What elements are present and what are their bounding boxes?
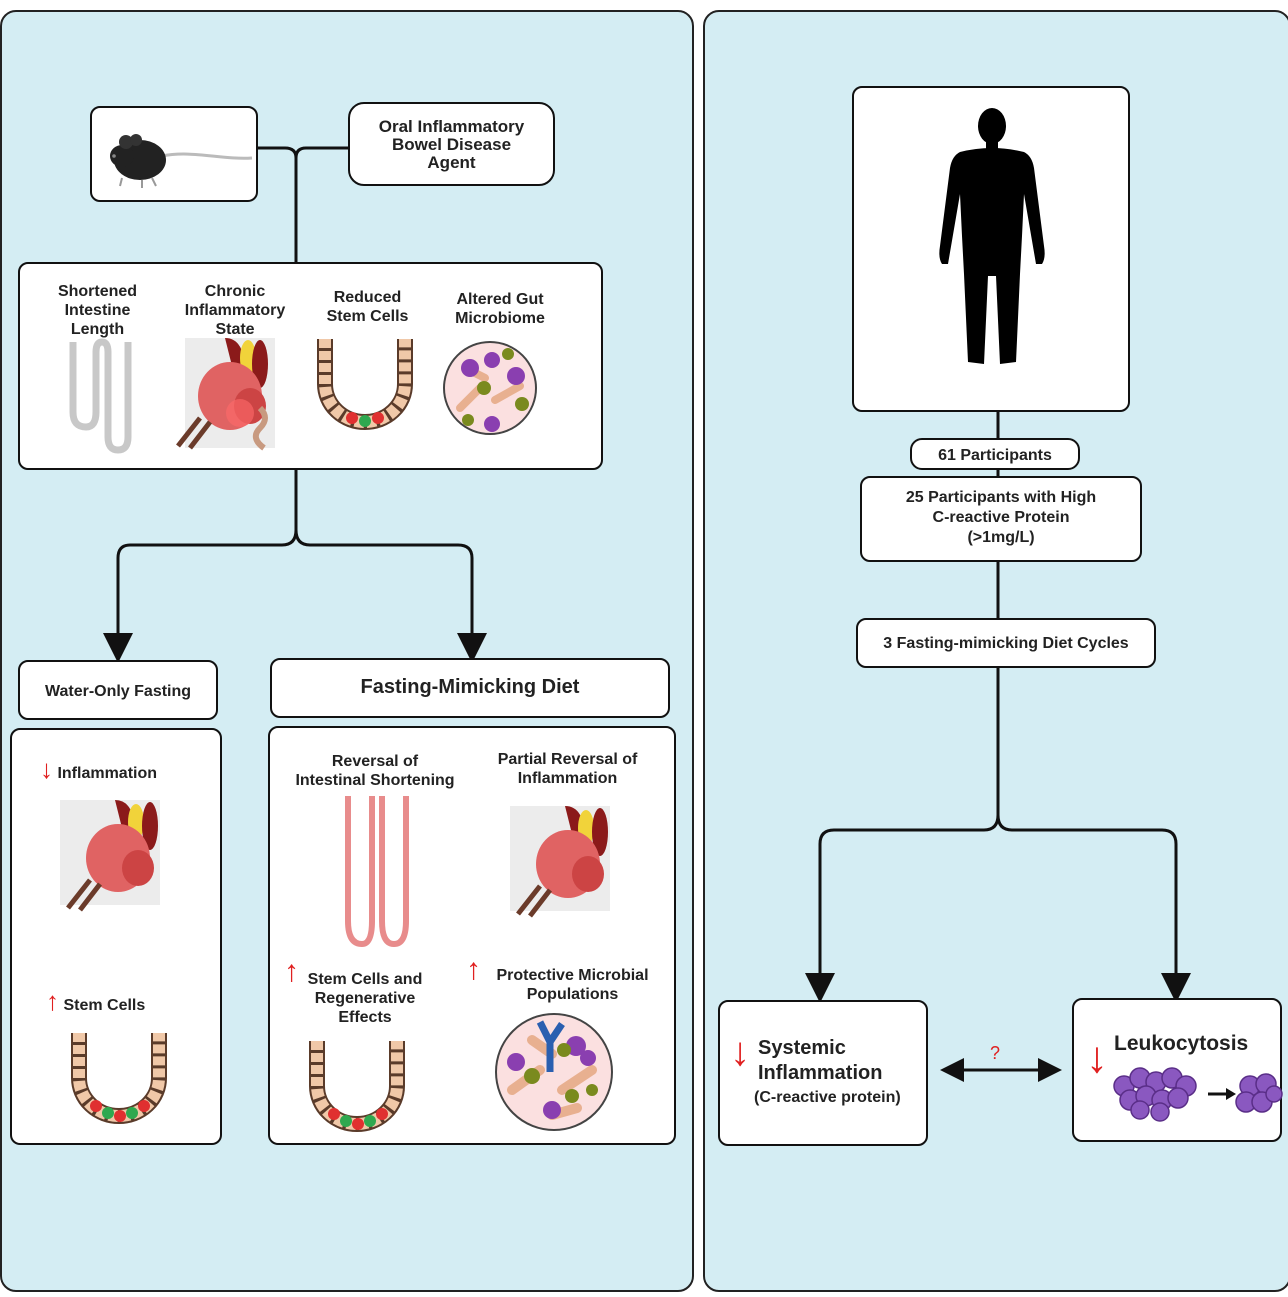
fmd-title-box: Fasting-Mimicking Diet xyxy=(270,658,670,718)
colon-organ-icon xyxy=(60,800,160,912)
up-arrow-icon: ↑ xyxy=(284,955,299,988)
down-arrow-icon: ↓ xyxy=(730,1030,750,1074)
disease-findings-box: Shortened Intestine Length Chronic Infla… xyxy=(18,262,603,470)
intestine-icon xyxy=(345,796,409,948)
leukocytosis-label: Leukocytosis xyxy=(1114,1032,1249,1055)
microbiome-icon xyxy=(495,1013,613,1131)
down-arrow-icon: ↓ xyxy=(1086,1033,1108,1082)
human-silhouette-icon xyxy=(939,108,1045,364)
high-crp-line-1: 25 Participants with High xyxy=(905,489,1097,506)
fmd-inflammation-effect-label: Partial Reversal of Inflammation xyxy=(497,751,638,787)
high-crp-line-3: (>1mg/L) xyxy=(967,529,1035,546)
leukocytosis-box: ↓ Leukocytosis xyxy=(1072,998,1283,1142)
high-crp-line-2: C-reactive Protein xyxy=(932,509,1070,526)
human-box xyxy=(852,86,1130,412)
mouse-box xyxy=(90,106,258,202)
fmd-microbial-label: Protective Microbial Populations xyxy=(496,967,649,1003)
participants-label: 61 Participants xyxy=(938,447,1052,464)
crp-parenthetical: (C-reactive protein) xyxy=(754,1089,901,1106)
up-arrow-icon: ↑ xyxy=(466,953,481,986)
finding-chronic-inflammation-label: Chronic Inflammatory State xyxy=(184,283,286,338)
water-inflammation-effect: ↓ Inflammation xyxy=(40,754,158,784)
microbiome-icon xyxy=(443,341,537,435)
leukocyte-cluster-icon xyxy=(1113,1067,1283,1122)
high-crp-box: 25 Participants with High C-reactive Pro… xyxy=(860,476,1142,562)
water-stem-cells-effect: ↑ Stem Cells xyxy=(46,986,146,1016)
crypt-stem-cell-icon xyxy=(309,1041,405,1132)
down-arrow-icon: ↓ xyxy=(40,754,53,784)
colon-organ-icon xyxy=(176,338,275,451)
finding-reduced-stem-cells-label: Reduced Stem Cells xyxy=(326,289,409,325)
agent-line-2: Bowel Disease xyxy=(391,135,512,154)
intestine-icon xyxy=(69,338,132,454)
water-fasting-title-box: Water-Only Fasting xyxy=(18,660,218,720)
question-mark: ? xyxy=(990,1043,1001,1063)
fmd-stem-cells-label: Stem Cells and Regenerative Effects xyxy=(307,971,423,1026)
fmd-cycles-label: 3 Fasting-mimicking Diet Cycles xyxy=(883,635,1129,652)
systemic-inflammation-line-1: Systemic xyxy=(758,1037,846,1059)
crypt-stem-cell-icon xyxy=(71,1033,167,1124)
finding-shortened-intestine-label: Shortened Intestine Length xyxy=(57,283,138,338)
fmd-intestine-effect-label: Reversal of Intestinal Shortening xyxy=(295,753,455,789)
up-arrow-icon: ↑ xyxy=(46,986,59,1016)
agent-line-1: Oral Inflammatory xyxy=(378,117,525,136)
finding-altered-microbiome-label: Altered Gut Microbiome xyxy=(455,291,545,327)
water-fasting-effects-box: ↓ Inflammation ↑ Stem Cells xyxy=(10,728,222,1145)
crypt-stem-cell-icon xyxy=(317,339,413,430)
fmd-cycles-box: 3 Fasting-mimicking Diet Cycles xyxy=(856,618,1156,668)
fmd-title: Fasting-Mimicking Diet xyxy=(360,676,580,698)
agent-line-3: Agent xyxy=(427,153,476,172)
systemic-inflammation-box: ↓ Systemic Inflammation (C-reactive prot… xyxy=(718,1000,928,1146)
systemic-inflammation-line-2: Inflammation xyxy=(758,1062,883,1084)
agent-box: Oral Inflammatory Bowel Disease Agent xyxy=(348,102,555,186)
colon-organ-icon xyxy=(510,806,610,918)
fmd-effects-box: Reversal of Intestinal Shortening Partia… xyxy=(268,726,676,1145)
mouse-icon xyxy=(110,134,253,188)
participants-box: 61 Participants xyxy=(910,438,1080,470)
water-fasting-title: Water-Only Fasting xyxy=(44,683,192,700)
